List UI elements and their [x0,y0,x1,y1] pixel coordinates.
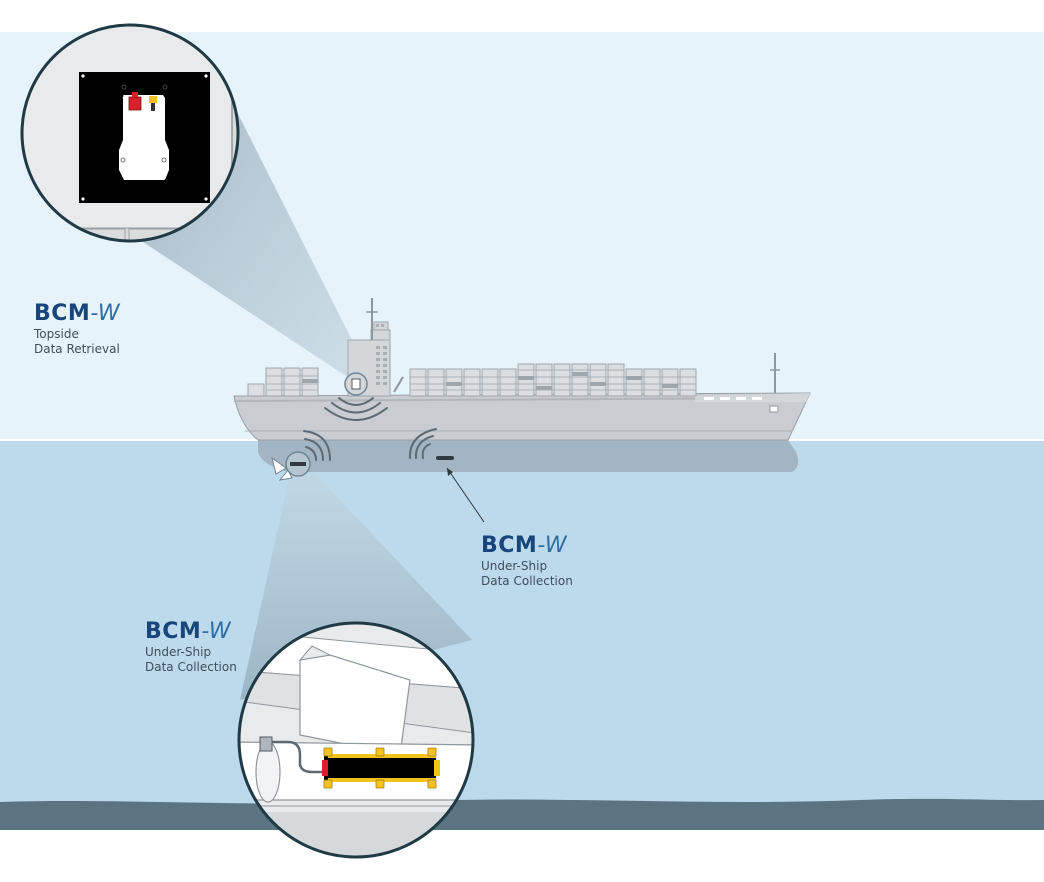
brand-italic: -W [201,619,231,644]
topside-line-1: Topside [34,327,79,341]
under-ship-detail-label: BCM-W Under-Ship Data Collection [145,619,237,675]
topside-wireless-waves [324,397,388,421]
propeller-icon [271,456,293,481]
mid-hull-wireless-waves [408,428,437,459]
sensor-cable [270,740,328,774]
brand-bold: BCM [481,533,538,558]
topside-label: BCM-W Topside Data Retrieval [34,301,120,357]
under-ship-magnifier [237,621,475,859]
hull-underwater [258,440,799,472]
stern-sensor-icon [290,462,306,466]
cable-connector-icon [259,736,273,752]
porthole [720,397,730,400]
stern-wireless-waves [303,430,331,461]
deck-crane [393,376,404,393]
mid-hull-sensor [436,456,454,460]
mid-sensor-pointer [446,467,485,523]
seabed [0,798,1044,830]
brand-bold: BCM [34,301,91,326]
topside-receiver-body [119,95,169,180]
under-ship-mid-line-1: Under-Ship [481,559,548,573]
bcm-w-sensor [322,747,440,789]
pointer-arrowhead [447,468,453,476]
under-ship-detail-line-2: Data Collection [145,660,237,674]
under-ship-mid-brand: BCM-W [481,533,573,559]
brand-bold: BCM [145,619,202,644]
topside-brand: BCM-W [34,301,120,327]
under-ship-detail-line-1: Under-Ship [145,645,212,659]
under-ship-mid-label: BCM-W Under-Ship Data Collection [481,533,573,589]
porthole [736,397,746,400]
yellow-connector-icon [149,96,157,103]
porthole [752,397,762,400]
topside-unit-icon [351,378,361,390]
brand-italic: -W [537,533,567,558]
container-ship [233,298,811,481]
under-ship-detail-brand: BCM-W [145,619,237,645]
red-connector-icon [128,96,142,111]
brand-italic: -W [90,301,120,326]
porthole [704,397,714,400]
under-ship-mid-line-2: Data Collection [481,574,573,588]
bow-hatch [769,405,779,413]
water [0,440,1044,810]
main-container-stacks [409,363,697,397]
topside-line-2: Data Retrieval [34,342,120,356]
